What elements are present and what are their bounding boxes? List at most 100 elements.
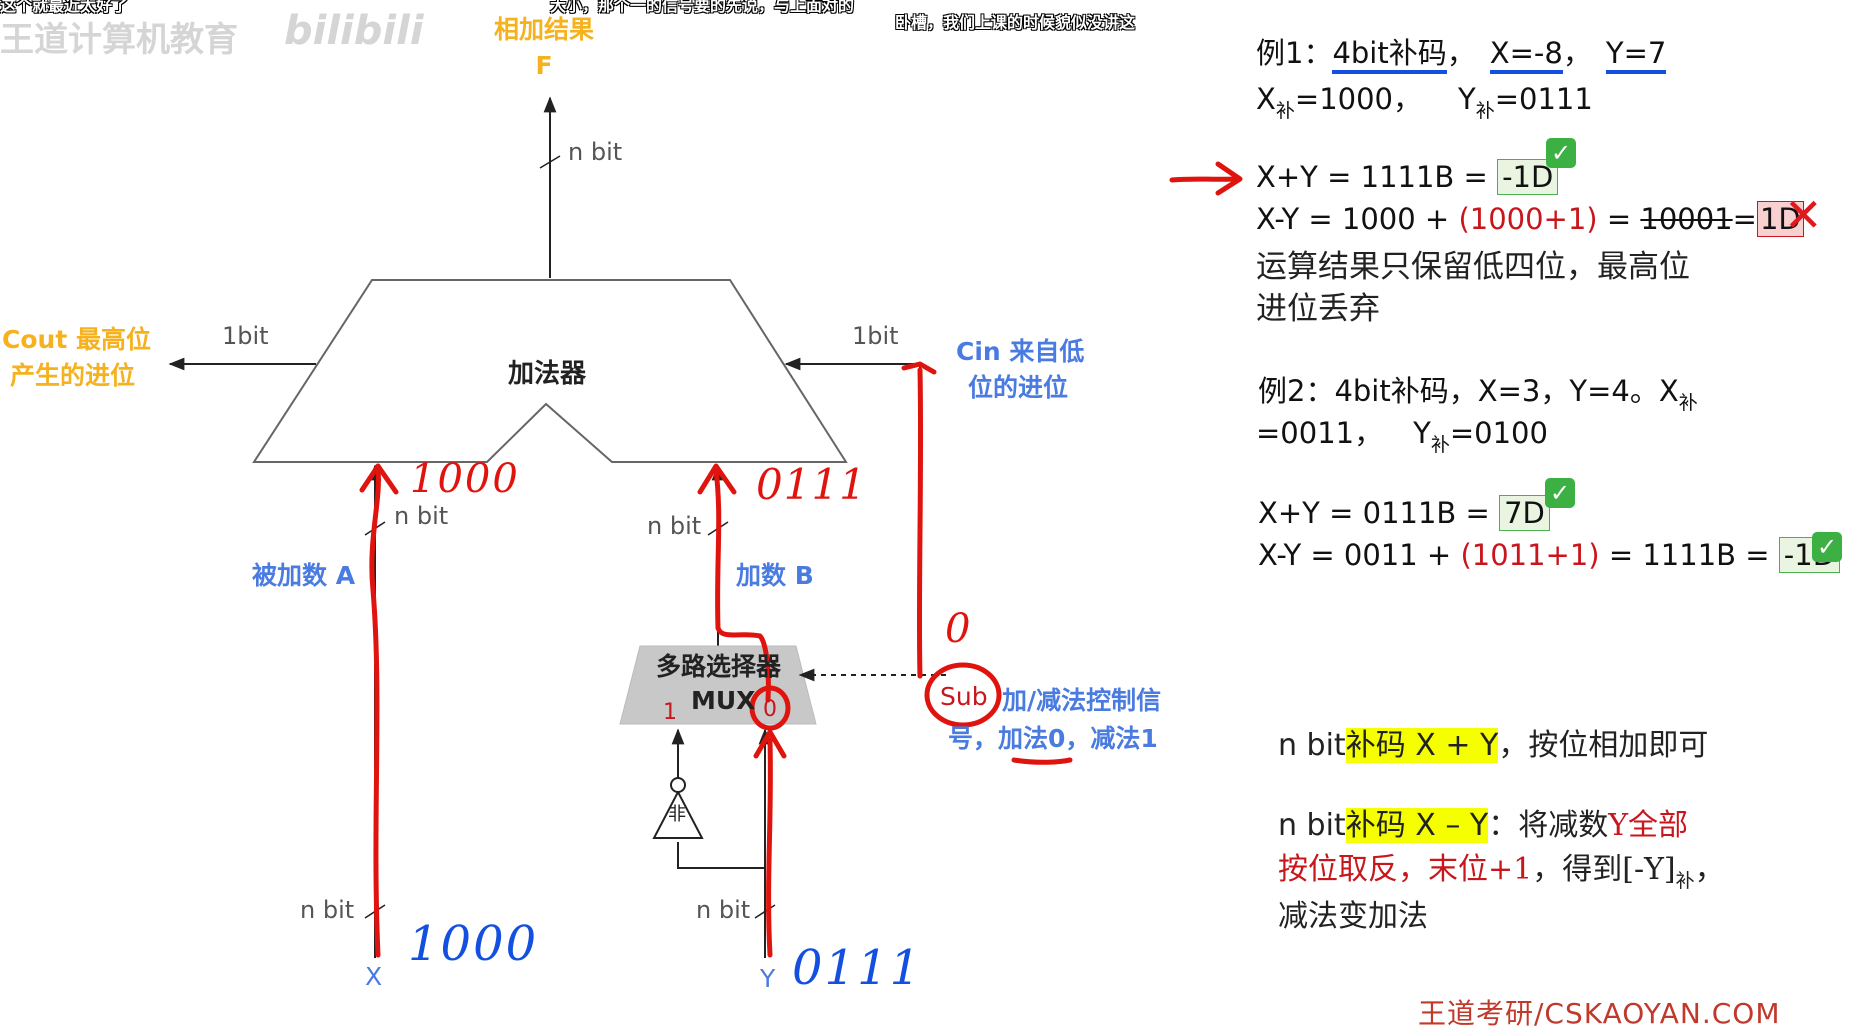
rule2-line2: 按位取反，末位+1，得到[-Y]补， <box>1278 848 1725 895</box>
cout-bit-label: 1bit <box>222 322 269 350</box>
red-cin-line <box>916 367 924 679</box>
ex1-sum-expr: X+Y = 1111B = <box>1256 160 1498 194</box>
sub-desc: 加/减法控制信 号，加法0，减法1 <box>948 682 1161 758</box>
not-bubble <box>670 777 686 793</box>
ex2-line2: =0011， Y补=0100 <box>1256 410 1548 456</box>
red-circle-mux0 <box>749 685 791 731</box>
ex2-line1-sub: 补 <box>1678 392 1698 414</box>
rule2-nbit: n bit <box>1278 808 1346 843</box>
red-arrowhead-b <box>697 463 737 495</box>
red-arrowhead-a <box>359 463 399 495</box>
check-mark-icon-3: ✓ <box>1812 532 1842 562</box>
cout-label: Cout 最高位 产生的进位 <box>2 322 151 394</box>
a-nbit-label: n bit <box>394 502 449 530</box>
y-input-label: Y <box>760 964 776 993</box>
ex2-y-sub: 补 <box>1430 434 1450 456</box>
ex1-diff-c: = <box>1597 202 1641 236</box>
sub-desc-line2: 号，加法0，减法1 <box>948 724 1158 753</box>
mux-label-line2: MUX <box>691 686 756 715</box>
ex2-line1-text: 例2：4bit补码，X=3，Y=4。X <box>1258 374 1679 408</box>
red-circle-sub <box>924 662 1002 728</box>
mux-input-0-label: 0 <box>763 697 777 722</box>
result-label: 相加结果 F <box>494 12 594 84</box>
adder-circuit-diagram <box>168 96 1073 958</box>
ex1-diff-b: (1000+1) <box>1458 202 1598 236</box>
ex1-diff-e: = <box>1732 202 1757 236</box>
red-arrow-y <box>766 737 773 958</box>
ex1-diff-result: 1D <box>1756 201 1804 237</box>
rule1: n bit补码 X + Y，按位相加即可 <box>1278 720 1708 764</box>
ex1-title-a: 例1： <box>1256 36 1333 70</box>
ex2-sum-line: X+Y = 0111B = 7D <box>1258 495 1550 531</box>
result-label-line2: F <box>535 51 553 80</box>
rule2-red: Y全部 <box>1608 808 1689 843</box>
ex1-diff-d: 10001 <box>1640 202 1733 236</box>
ex2-diff-b: (1011+1) <box>1460 538 1600 572</box>
ex1-x-label: X <box>1256 82 1276 116</box>
ex2-line1: 例2：4bit补码，X=3，Y=4。X补 <box>1258 368 1698 414</box>
addend-b-label: 加数 B <box>736 561 814 590</box>
bus-tick-top <box>539 155 561 169</box>
ex1-x-value: =1000， <box>1294 82 1422 116</box>
danmaku-3: 卧槽，我们上课的时候貌似没讲这 <box>895 13 1136 32</box>
rule2-line2-text: ，得到[-Y] <box>1532 852 1676 887</box>
ex1-title-d: X=-8 <box>1489 36 1563 74</box>
footer-brand: 王道考研/CSKAOYAN.COM <box>1418 997 1781 1030</box>
rule2-line2-comma: ， <box>1694 852 1725 887</box>
rule1-nbit: n bit <box>1278 728 1346 763</box>
y-nbit-label: n bit <box>696 896 751 924</box>
cin-label-line2: 位的进位 <box>968 373 1069 402</box>
red-arrow-b <box>713 467 771 703</box>
check-mark-icon-2: ✓ <box>1545 478 1575 508</box>
hand-a-value: 1000 <box>410 456 520 502</box>
ex1-y-label: Y <box>1458 82 1476 116</box>
cross-mark-icon: ✕ <box>1784 188 1823 242</box>
rule1-rest: ，按位相加即可 <box>1498 728 1709 763</box>
top-nbit-label: n bit <box>568 138 623 166</box>
ex2-y-value: =0100 <box>1449 416 1548 450</box>
red-arrow-a <box>369 467 381 958</box>
danmaku-1: 这个就最近太好了 <box>0 0 129 15</box>
not-gate-label: 非 <box>668 804 686 825</box>
sub-label: Sub <box>940 682 988 711</box>
ex1-y-sub: 补 <box>1475 100 1495 122</box>
not-branch-line <box>677 842 765 869</box>
red-arrowhead-y <box>753 729 787 759</box>
rule2-line2-red: 按位取反，末位+1 <box>1278 852 1533 887</box>
adder-shape <box>252 279 848 463</box>
hand-y-value: 0111 <box>792 940 923 996</box>
cin-label-line1: Cin 来自低 <box>956 337 1085 366</box>
rule2-line3: 减法变加法 <box>1278 899 1428 934</box>
not-gate <box>652 789 704 839</box>
ex2-diff-line: X-Y = 0011 + (1011+1) = 1111B = -1D <box>1258 537 1841 573</box>
sub-desc-line1: 加/减法控制信 <box>1002 686 1162 715</box>
ex1-note-line1: 运算结果只保留低四位，最高位 <box>1256 249 1690 285</box>
ex2-y-label: Y <box>1413 416 1431 450</box>
x-nbit-label: n bit <box>300 896 355 924</box>
ex1-title-c: ， <box>1446 36 1476 70</box>
ex1-diff-a: X-Y = 1000 + <box>1256 202 1459 236</box>
rule2-highlight: 补码 X – Y <box>1345 808 1489 843</box>
ex1-title: 例1：4bit补码，X=-8，Y=7 <box>1256 30 1667 74</box>
ex1-title-e: ， <box>1562 36 1592 70</box>
adder-label: 加法器 <box>508 359 587 389</box>
ex1-note: 运算结果只保留低四位，最高位 进位丢弃 <box>1256 246 1690 330</box>
ex2-diff-c: = 1111B = <box>1599 538 1779 572</box>
cout-label-line1: Cout 最高位 <box>2 325 151 354</box>
hand-x-value: 1000 <box>408 916 539 972</box>
rule2-line2-sub: 补 <box>1675 870 1695 892</box>
hand-sub-value: 0 <box>945 606 971 652</box>
ex2-x-value: =0011， <box>1256 416 1384 450</box>
rule2-line1: n bit补码 X – Y：将减数Y全部 <box>1278 804 1725 848</box>
ex2-sum-expr: X+Y = 0111B = <box>1258 496 1500 530</box>
ex1-title-b: 4bit补码 <box>1332 36 1447 74</box>
cout-label-line2: 产生的进位 <box>10 361 136 390</box>
red-annotations <box>359 361 1073 958</box>
cin-label: Cin 来自低 位的进位 <box>956 334 1084 406</box>
red-arrow-icon <box>1169 161 1243 196</box>
watermark-logo: bilibili <box>284 8 424 54</box>
red-cin-tick <box>901 361 937 375</box>
ex1-title-f: Y=7 <box>1605 36 1667 74</box>
ex1-y-value: =0111 <box>1494 82 1593 116</box>
cin-bit-label: 1bit <box>852 322 899 350</box>
